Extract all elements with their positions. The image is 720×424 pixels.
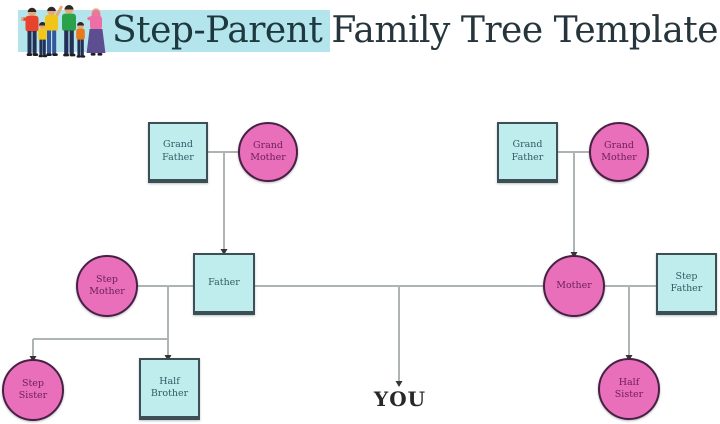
person-child-orange bbox=[76, 22, 86, 58]
person-child-yellow bbox=[38, 22, 48, 58]
node-half-brother: Half Brother bbox=[139, 358, 200, 420]
node-paternal-grandmother: Grand Mother bbox=[238, 122, 298, 182]
person-woman-pink bbox=[86, 8, 106, 56]
arrowhead-you bbox=[395, 381, 403, 387]
node-maternal-grandmother: Grand Mother bbox=[589, 122, 649, 182]
node-label-father: Father bbox=[208, 276, 240, 288]
node-half-sister: Half Sister bbox=[598, 358, 660, 420]
node-father: Father bbox=[193, 253, 255, 315]
node-paternal-grandfather: Grand Father bbox=[148, 122, 208, 183]
node-label-step-mother: Step Mother bbox=[89, 273, 125, 297]
person-adult-red bbox=[21, 7, 39, 56]
node-step-father: Step Father bbox=[656, 253, 717, 315]
arrowhead-father bbox=[220, 249, 228, 255]
node-step-sister: Step Sister bbox=[2, 359, 64, 421]
node-you: YOU bbox=[373, 387, 427, 411]
page-title-highlighted: Step-Parent bbox=[112, 10, 323, 51]
node-mother: Mother bbox=[543, 255, 605, 317]
node-step-mother: Step Mother bbox=[76, 255, 138, 317]
person-adult-yellow bbox=[45, 5, 63, 56]
node-label-maternal-grandfather: Grand Father bbox=[511, 139, 544, 163]
node-label-maternal-grandmother: Grand Mother bbox=[601, 139, 637, 163]
node-label-paternal-grandmother: Grand Mother bbox=[250, 139, 286, 163]
node-label-half-sister: Half Sister bbox=[614, 376, 644, 400]
node-label-step-father: Step Father bbox=[670, 270, 703, 294]
page-title-rest: Family Tree Template bbox=[331, 10, 719, 51]
node-label-step-sister: Step Sister bbox=[18, 377, 48, 401]
family-group-illustration bbox=[21, 5, 106, 58]
node-label-mother: Mother bbox=[556, 279, 592, 291]
node-maternal-grandfather: Grand Father bbox=[497, 122, 558, 183]
node-label-paternal-grandfather: Grand Father bbox=[162, 139, 194, 163]
person-adult-green bbox=[62, 5, 76, 57]
node-label-half-brother: Half Brother bbox=[150, 375, 189, 399]
